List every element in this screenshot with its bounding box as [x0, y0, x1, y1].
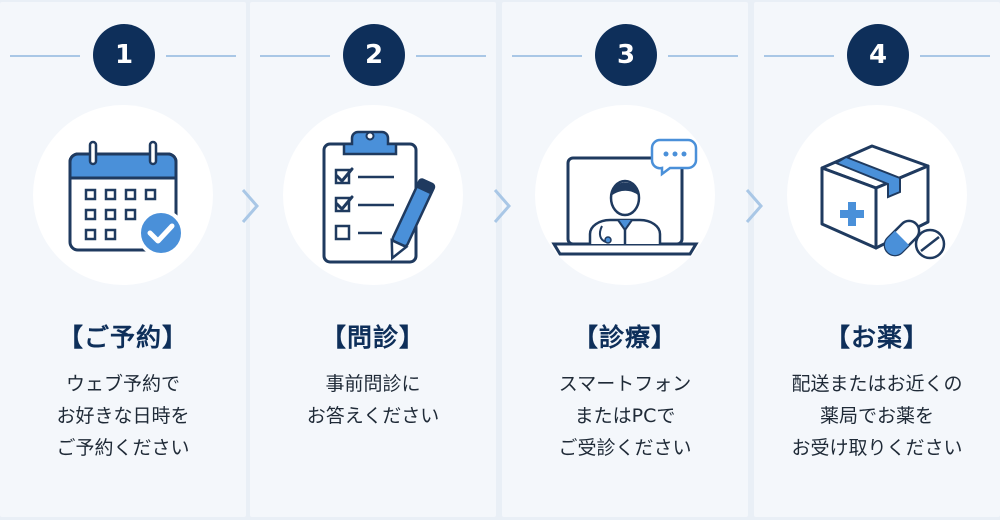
step-number-badge: 3 — [595, 24, 657, 86]
step-number-row: 3 — [502, 24, 748, 88]
step-description-line: 配送またはお近くの — [791, 373, 963, 395]
step-description-line: 薬局でお薬を — [819, 405, 934, 427]
divider-line — [764, 55, 834, 57]
step-description-line: ご受診ください — [558, 437, 692, 459]
step-description-line: 事前問診に — [325, 373, 421, 395]
step-card-questionnaire: 2 【問診】 事前問診に お答えください — [250, 2, 496, 517]
step-description: ウェブ予約で お好きな日時を ご予約ください — [0, 368, 246, 464]
divider-line — [416, 55, 486, 57]
step-description-line: お受け取りください — [791, 437, 963, 459]
divider-line — [920, 55, 990, 57]
step-title: 【診療】 — [572, 323, 677, 352]
divider-line — [10, 55, 80, 57]
step-number-badge: 4 — [847, 24, 909, 86]
step-card-reservation: 1 【ご予約】 ウェブ予約で お好きな日時を ご予約ください — [0, 2, 246, 517]
step-number-row: 1 — [0, 24, 246, 88]
medicine-box-icon — [820, 144, 946, 260]
chevron-right-icon — [745, 189, 763, 223]
step-number-row: 4 — [754, 24, 1000, 88]
step-card-consultation: 3 【診療】 スマートフォン またはPCで ご受診ください — [502, 2, 748, 517]
step-title: 【お薬】 — [824, 323, 929, 352]
step-description-line: ご予約ください — [56, 437, 190, 459]
chevron-right-icon — [493, 189, 511, 223]
step-description-line: またはPCで — [574, 405, 676, 427]
step-description: 配送またはお近くの 薬局でお薬を お受け取りください — [754, 368, 1000, 464]
step-title: 【ご予約】 — [57, 323, 188, 352]
step-number-row: 2 — [250, 24, 496, 88]
step-description-line: スマートフォン — [558, 373, 692, 395]
step-description: 事前問診に お答えください — [250, 368, 496, 432]
chevron-right-icon — [241, 189, 259, 223]
step-description: スマートフォン またはPCで ご受診ください — [502, 368, 748, 464]
divider-line — [260, 55, 330, 57]
step-number-badge: 2 — [343, 24, 405, 86]
step-description-line: お好きな日時を — [56, 405, 190, 427]
clipboard-checklist-icon — [322, 130, 436, 264]
step-description-line: お答えください — [306, 405, 440, 427]
step-card-medicine: 4 【お薬】 配送またはお近くの 薬局でお薬を お受け取りください — [754, 2, 1000, 517]
divider-line — [668, 55, 738, 57]
step-number-badge: 1 — [93, 24, 155, 86]
step-description-line: ウェブ予約で — [65, 373, 180, 395]
doctor-laptop-icon — [551, 138, 699, 256]
calendar-check-icon — [68, 140, 185, 257]
divider-line — [512, 55, 582, 57]
divider-line — [166, 55, 236, 57]
step-title: 【問診】 — [320, 323, 425, 352]
